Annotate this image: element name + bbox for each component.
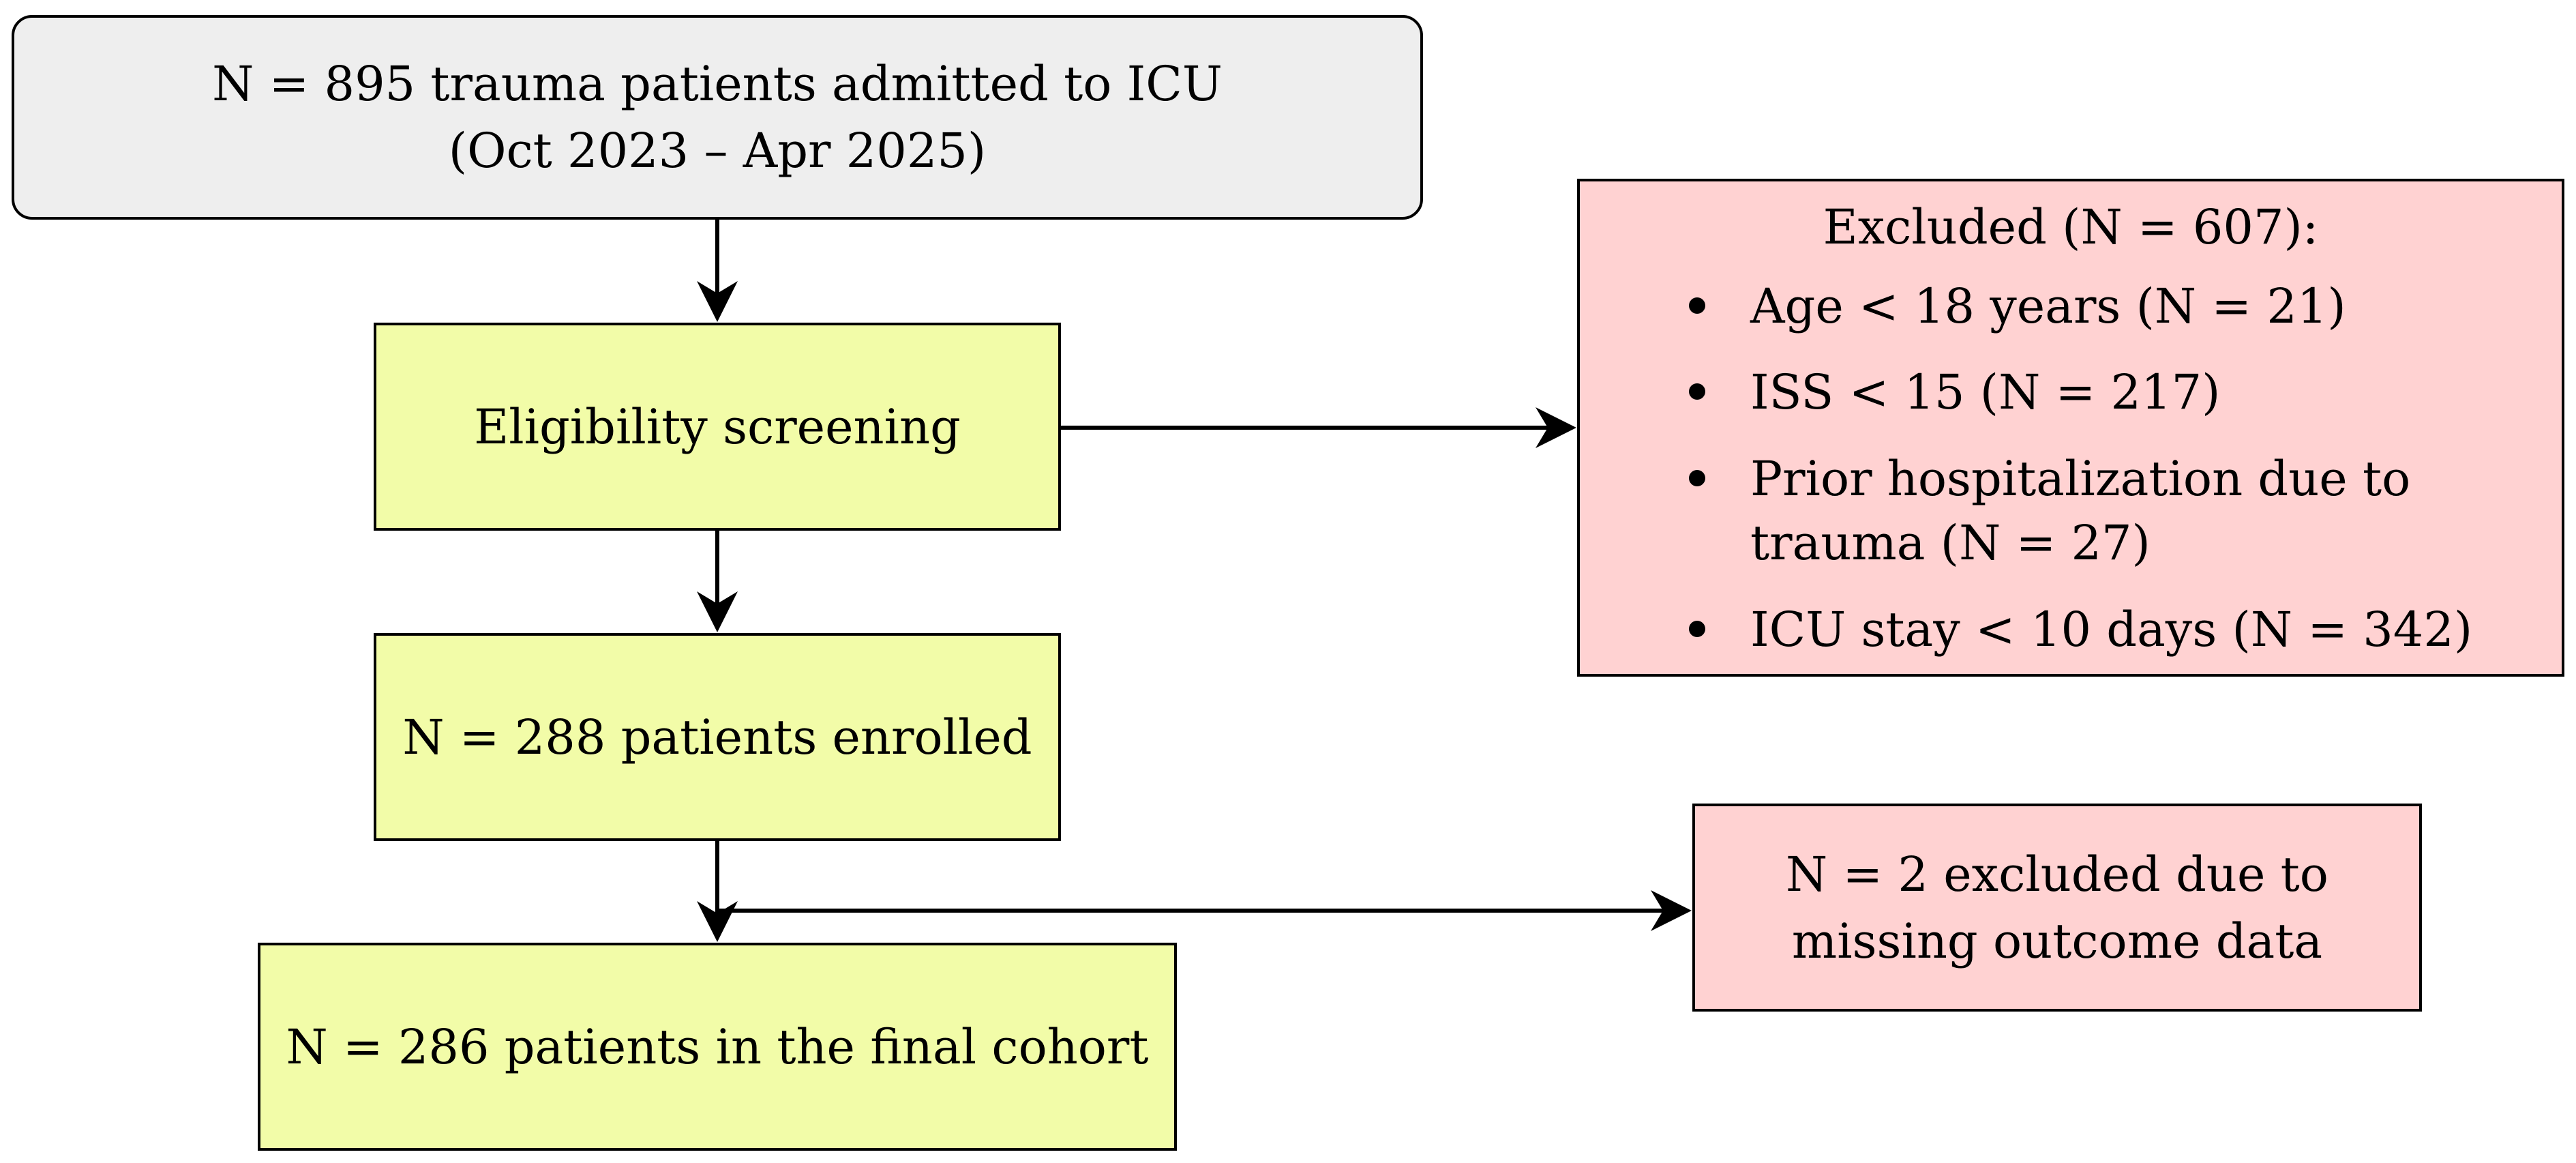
exclusion-item-age: Age < 18 years (N = 21)	[1689, 274, 2534, 339]
missing-data-box: N = 2 excluded due to missing outcome da…	[1692, 804, 2422, 1012]
enrolled-box: N = 288 patients enrolled	[374, 633, 1061, 841]
final-cohort-box: N = 286 patients in the final cohort	[258, 943, 1177, 1151]
final-cohort-label: N = 286 patients in the final cohort	[286, 1018, 1149, 1075]
excluded-title: Excluded (N = 607):	[1823, 198, 2319, 255]
eligibility-screening-box: Eligibility screening	[374, 323, 1061, 531]
start-box: N = 895 trauma patients admitted to ICU …	[12, 15, 1423, 220]
missing-data-line-2: missing outcome data	[1791, 913, 2323, 969]
start-line-1: N = 895 trauma patients admitted to ICU	[212, 56, 1223, 112]
enrolled-label: N = 288 patients enrolled	[402, 709, 1032, 765]
missing-data-line-1: N = 2 excluded due to	[1786, 846, 2328, 902]
start-line-2: (Oct 2023 – Apr 2025)	[448, 123, 987, 179]
exclusion-list: Age < 18 years (N = 21) ISS < 15 (N = 21…	[1689, 265, 2534, 662]
exclusion-item-iss: ISS < 15 (N = 217)	[1689, 360, 2534, 425]
excluded-box: Excluded (N = 607): Age < 18 years (N = …	[1577, 179, 2564, 677]
exclusion-item-icu-stay: ICU stay < 10 days (N = 342)	[1689, 598, 2534, 662]
eligibility-screening-label: Eligibility screening	[474, 398, 961, 455]
exclusion-item-prior-hospitalization: Prior hospitalization due to trauma (N =…	[1689, 447, 2534, 576]
